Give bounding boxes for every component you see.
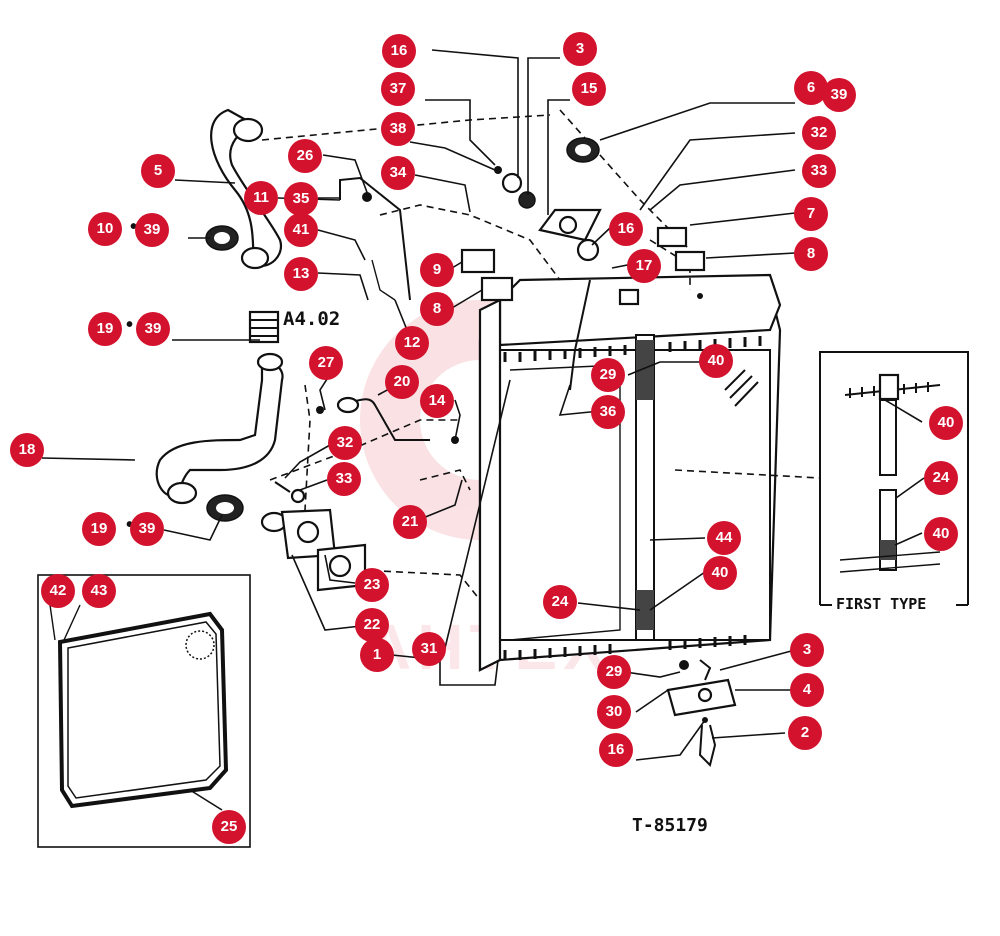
vent-tube — [339, 176, 411, 301]
callout-27[interactable]: 27 — [309, 346, 343, 380]
callout-19[interactable]: 19 — [82, 512, 116, 546]
callout-29[interactable]: 29 — [591, 358, 625, 392]
callout-40[interactable]: 40 — [703, 556, 737, 590]
hose-clamp — [205, 225, 239, 251]
callout-8[interactable]: 8 — [420, 292, 454, 326]
callout-31[interactable]: 31 — [412, 632, 446, 666]
callout-26[interactable]: 26 — [288, 139, 322, 173]
callout-14[interactable]: 14 — [420, 384, 454, 418]
callout-44[interactable]: 44 — [707, 521, 741, 555]
callout-15[interactable]: 15 — [572, 72, 606, 106]
callout-39[interactable]: 39 — [136, 312, 170, 346]
callout-36[interactable]: 36 — [591, 395, 625, 429]
callout-39[interactable]: 39 — [130, 512, 164, 546]
callout-33[interactable]: 33 — [327, 462, 361, 496]
lower-clamp — [206, 494, 244, 522]
callout-33[interactable]: 33 — [802, 154, 836, 188]
callout-8[interactable]: 8 — [794, 237, 828, 271]
callout-25[interactable]: 25 — [212, 810, 246, 844]
callout-37[interactable]: 37 — [381, 72, 415, 106]
bottom-bracket — [666, 659, 737, 767]
callout-7[interactable]: 7 — [794, 197, 828, 231]
callout-32[interactable]: 32 — [802, 116, 836, 150]
plug — [248, 310, 280, 344]
filler-neck — [494, 166, 602, 262]
callout-39[interactable]: 39 — [822, 78, 856, 112]
callout-16[interactable]: 16 — [609, 212, 643, 246]
callout-3[interactable]: 3 — [563, 32, 597, 66]
overflow-hose — [336, 396, 430, 441]
upper-hose — [210, 108, 283, 270]
callout-40[interactable]: 40 — [924, 517, 958, 551]
leader-lines — [41, 49, 925, 811]
callout-20[interactable]: 20 — [385, 365, 419, 399]
callout-19[interactable]: 19 — [88, 312, 122, 346]
separator-dot: • — [126, 314, 134, 336]
callout-40[interactable]: 40 — [929, 406, 963, 440]
callout-16[interactable]: 16 — [382, 34, 416, 68]
hose-clamp-upper — [566, 137, 600, 163]
callout-11[interactable]: 11 — [244, 181, 278, 215]
callout-23[interactable]: 23 — [355, 568, 389, 602]
callout-35[interactable]: 35 — [284, 182, 318, 216]
callout-41[interactable]: 41 — [284, 213, 318, 247]
first-type-label: FIRST TYPE — [832, 595, 931, 613]
callout-40[interactable]: 40 — [699, 344, 733, 378]
first-type-inset — [819, 351, 969, 606]
callout-13[interactable]: 13 — [284, 257, 318, 291]
callout-24[interactable]: 24 — [924, 461, 958, 495]
drawing-number: T-85179 — [632, 815, 708, 836]
radiator-core — [478, 273, 782, 672]
callout-29[interactable]: 29 — [597, 655, 631, 689]
callout-30[interactable]: 30 — [597, 695, 631, 729]
callout-34[interactable]: 34 — [381, 156, 415, 190]
callout-3[interactable]: 3 — [790, 633, 824, 667]
callout-12[interactable]: 12 — [395, 326, 429, 360]
outlet-flange — [260, 508, 367, 592]
separator-dot: • — [126, 514, 133, 537]
callout-5[interactable]: 5 — [141, 154, 175, 188]
callout-18[interactable]: 18 — [10, 433, 44, 467]
callout-38[interactable]: 38 — [381, 112, 415, 146]
callout-9[interactable]: 9 — [420, 253, 454, 287]
callout-22[interactable]: 22 — [355, 608, 389, 642]
callout-4[interactable]: 4 — [790, 673, 824, 707]
callout-17[interactable]: 17 — [627, 249, 661, 283]
callout-24[interactable]: 24 — [543, 585, 577, 619]
area-label: A4.02 — [283, 308, 341, 330]
callout-43[interactable]: 43 — [82, 574, 116, 608]
callout-21[interactable]: 21 — [393, 505, 427, 539]
callout-39[interactable]: 39 — [135, 213, 169, 247]
separator-dot: • — [130, 216, 138, 238]
lower-hose — [155, 352, 284, 505]
gasket-panel — [37, 574, 251, 848]
overflow-pipe — [569, 279, 591, 391]
callout-1[interactable]: 1 — [360, 638, 394, 672]
callout-10[interactable]: 10 — [88, 212, 122, 246]
callout-16[interactable]: 16 — [599, 733, 633, 767]
callout-32[interactable]: 32 — [328, 426, 362, 460]
callout-42[interactable]: 42 — [41, 574, 75, 608]
callout-2[interactable]: 2 — [788, 716, 822, 750]
